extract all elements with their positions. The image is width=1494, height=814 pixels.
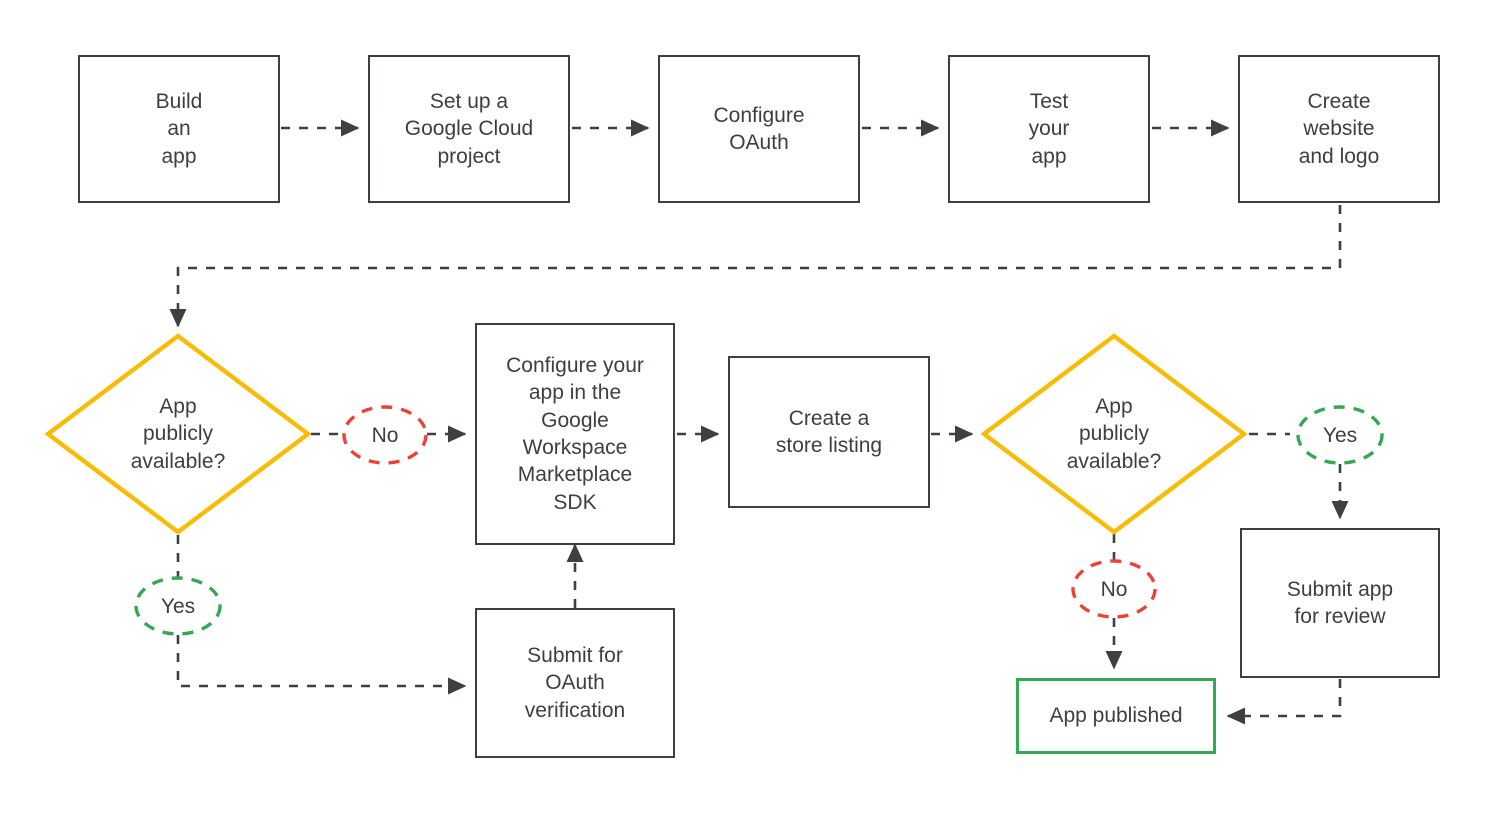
edge-website-to-decision1 xyxy=(169,205,1342,328)
edge-label-text: No xyxy=(1100,577,1128,601)
node-label: Submit for OAuth verification xyxy=(524,644,626,722)
edge-label-decision1-no: No xyxy=(341,404,429,466)
node-test-your-app[interactable]: Test your app xyxy=(948,55,1150,203)
node-label: Test your app xyxy=(1028,90,1070,168)
node-app-published[interactable]: App published xyxy=(1016,678,1216,754)
diamond-shape xyxy=(981,333,1247,535)
node-build-an-app[interactable]: Build an app xyxy=(78,55,280,203)
edge-yes-to-oauth-verification xyxy=(176,635,467,695)
node-label: Submit app for review xyxy=(1286,577,1394,628)
node-label: Create a store listing xyxy=(775,406,883,457)
node-label: App publicly available? xyxy=(1066,395,1162,473)
node-configure-app-marketplace-sdk[interactable]: Configure your app in the Google Workspa… xyxy=(475,323,675,545)
node-label: App publicly available? xyxy=(130,395,226,473)
node-configure-oauth[interactable]: Configure OAuth xyxy=(658,55,860,203)
ellipse-shape-yes xyxy=(134,576,222,636)
edge-label-decision1-yes: Yes xyxy=(133,575,223,637)
node-label: App published xyxy=(1049,704,1183,728)
node-decision-app-publicly-available-1[interactable]: App publicly available? xyxy=(45,333,311,535)
edge-label-text: Yes xyxy=(160,594,196,618)
diamond-shape xyxy=(45,333,311,535)
edge-label-text: No xyxy=(371,423,399,447)
node-submit-for-oauth-verification[interactable]: Submit for OAuth verification xyxy=(475,608,675,758)
node-label: Configure OAuth xyxy=(713,103,805,154)
node-submit-app-for-review[interactable]: Submit app for review xyxy=(1240,528,1440,678)
node-create-store-listing[interactable]: Create a store listing xyxy=(728,356,930,508)
node-label: Configure your app in the Google Workspa… xyxy=(506,354,644,514)
edge-label-decision2-yes: Yes xyxy=(1295,404,1385,466)
edge-label-decision2-no: No xyxy=(1070,558,1158,620)
node-label: Create website and logo xyxy=(1298,90,1380,168)
ellipse-shape-no xyxy=(342,405,428,465)
node-label: Build an app xyxy=(155,90,203,168)
edge-label-text: Yes xyxy=(1322,423,1358,447)
node-create-website-and-logo[interactable]: Create website and logo xyxy=(1238,55,1440,203)
node-label: Set up a Google Cloud project xyxy=(404,90,534,168)
node-set-up-google-cloud-project[interactable]: Set up a Google Cloud project xyxy=(368,55,570,203)
ellipse-shape-no xyxy=(1071,559,1157,619)
edge-submit-review-to-app-published xyxy=(1226,679,1342,725)
node-decision-app-publicly-available-2[interactable]: App publicly available? xyxy=(981,333,1247,535)
ellipse-shape-yes xyxy=(1296,405,1384,465)
